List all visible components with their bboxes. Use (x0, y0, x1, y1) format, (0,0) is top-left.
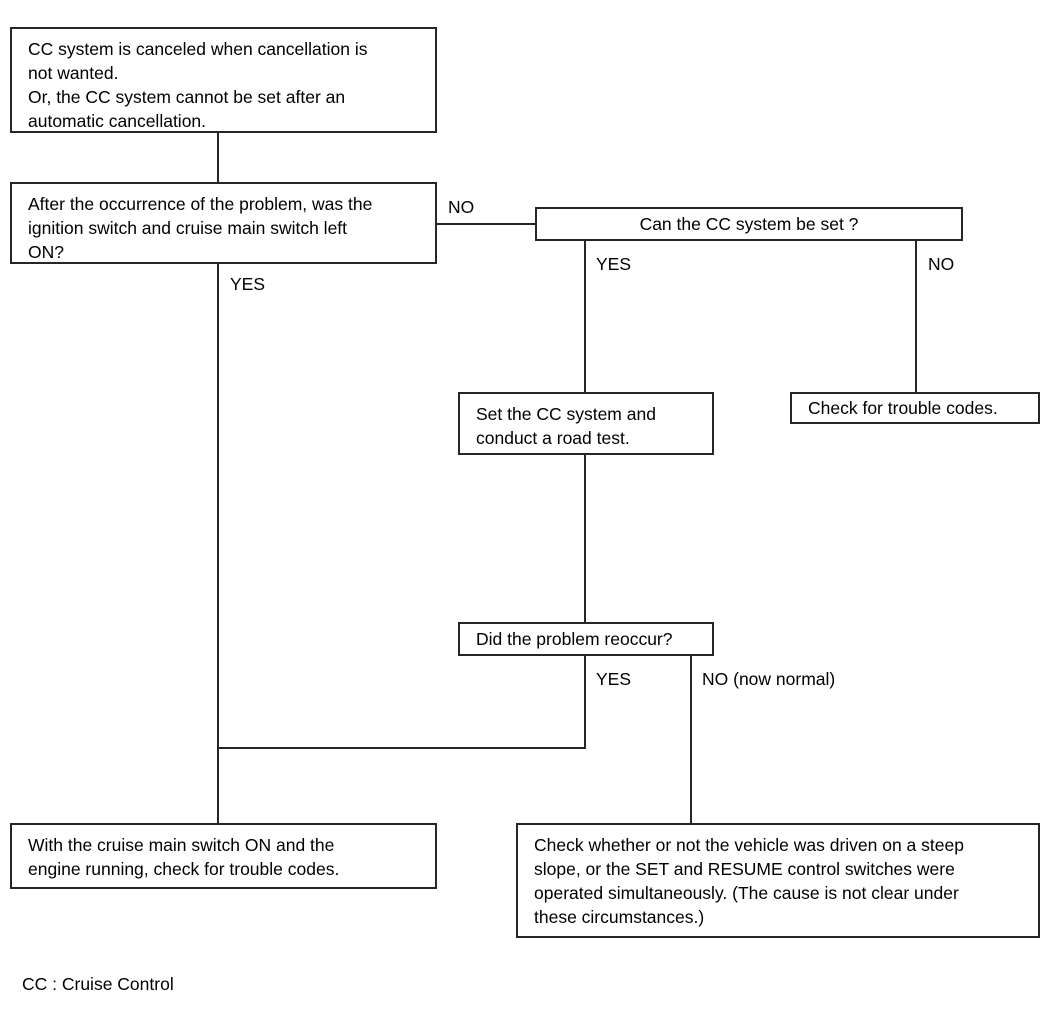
node-cruise-main-switch-on: With the cruise main switch ON and the e… (10, 823, 437, 889)
connector-can-set-no (915, 241, 917, 392)
connector-left-on-no (437, 223, 535, 225)
node-q-left-on: After the occurrence of the problem, was… (10, 182, 437, 264)
connector-reoccur-no (690, 656, 692, 823)
node-q-reoccur: Did the problem reoccur? (458, 622, 714, 656)
node-q-can-set: Can the CC system be set ? (535, 207, 963, 241)
edge-label-left-on-yes: YES (230, 274, 266, 294)
connector-reoccur-yes-horizontal (217, 747, 586, 749)
connector-road-test-to-reoccur (584, 455, 586, 622)
edge-label-left-on-no: NO (448, 197, 475, 217)
connector-can-set-yes (584, 241, 586, 392)
connector-symptom-to-left-on (217, 133, 219, 182)
node-symptom: CC system is canceled when cancellation … (10, 27, 437, 133)
edge-label-can-set-no: NO (928, 254, 955, 274)
node-check-trouble-codes: Check for trouble codes. (790, 392, 1040, 424)
edge-label-can-set-yes: YES (596, 254, 632, 274)
connector-left-on-yes (217, 264, 219, 823)
node-set-and-road-test: Set the CC system and conduct a road tes… (458, 392, 714, 455)
node-check-steep-slope: Check whether or not the vehicle was dri… (516, 823, 1040, 938)
edge-label-reoccur-yes: YES (596, 669, 632, 689)
footnote-legend: CC : Cruise Control (22, 974, 174, 994)
edge-label-reoccur-no: NO (now normal) (702, 669, 836, 689)
connector-reoccur-yes-vertical (584, 656, 586, 749)
